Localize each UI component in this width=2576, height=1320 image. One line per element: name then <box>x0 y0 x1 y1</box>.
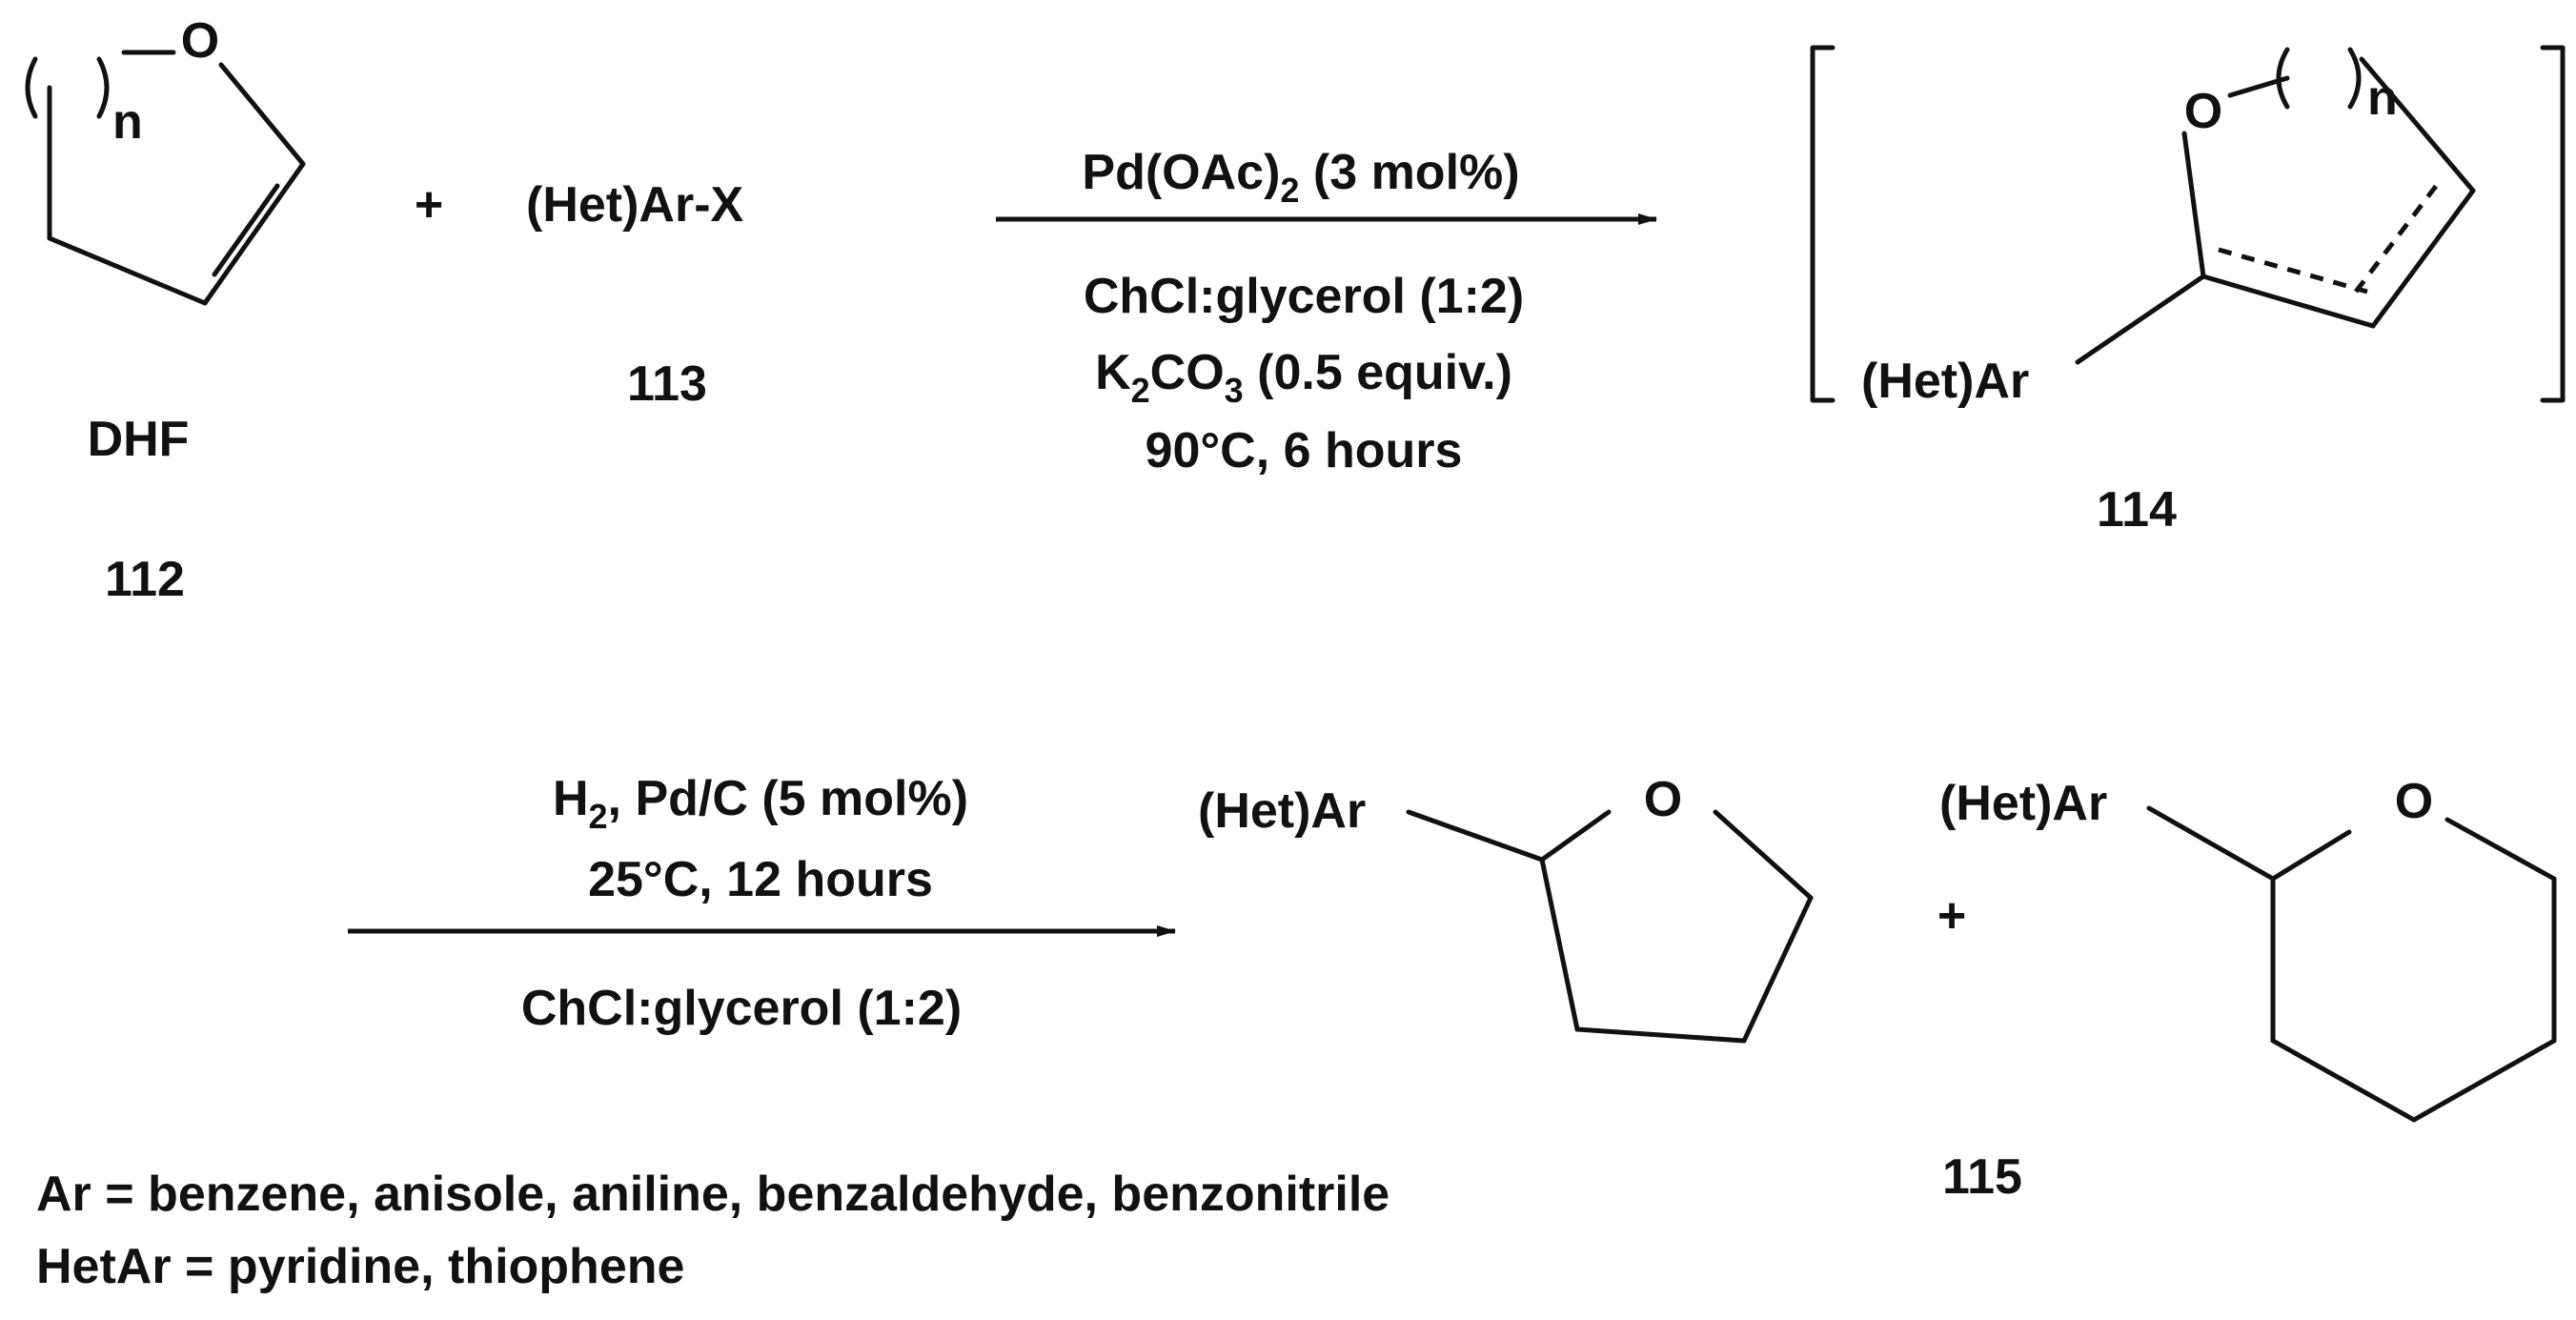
compound-number-113: 113 <box>627 356 707 412</box>
compound-number-115: 115 <box>1942 1149 2022 1205</box>
plus-sign: + <box>1937 888 1966 944</box>
dhf-n-subscript: n <box>112 94 143 150</box>
dhf-abbreviation: DHF <box>88 412 190 467</box>
thp-ring-oxygen: O <box>2395 774 2433 829</box>
thp-substituent: (Het)Ar <box>1939 776 2107 831</box>
compound-number-112: 112 <box>105 552 185 607</box>
dhf-double-bond-inner <box>212 183 280 277</box>
step2-reagent: H2, Pd/C (5 mol%) <box>553 771 968 836</box>
thf-bond <box>1741 895 1814 1044</box>
intermediate-paren-left <box>2276 47 2290 110</box>
intermediate-bond <box>2359 56 2476 193</box>
intermediate-bond <box>2227 75 2290 98</box>
intermediate-bond <box>2181 131 2206 279</box>
thp-bond <box>2270 829 2352 882</box>
step2-solvent: ChCl:glycerol (1:2) <box>521 981 962 1036</box>
footnote-ar-definition: Ar = benzene, anisole, aniline, benzalde… <box>36 1167 1389 1222</box>
dhf-bond <box>47 235 208 306</box>
step2-conditions: 25°C, 12 hours <box>588 852 933 907</box>
intermediate-bond <box>2075 274 2206 365</box>
intermediate-structure: O n (Het)Ar <box>1810 45 2566 409</box>
thp-bond <box>2270 1038 2417 1123</box>
product-thf-structure: (Het)Ar O <box>1198 772 1814 1044</box>
step1-catalyst: Pd(OAc)2 (3 mol%) <box>1082 145 1519 210</box>
thf-ring-oxygen: O <box>1644 772 1682 827</box>
product-thp-structure: (Het)Ar O <box>1939 774 2557 1123</box>
intermediate-bond <box>2201 274 2376 329</box>
thf-bond <box>1713 809 1814 901</box>
bracket-right <box>2540 45 2566 403</box>
intermediate-paren-right <box>2347 47 2362 110</box>
thf-substituent: (Het)Ar <box>1198 783 1366 839</box>
intermediate-n-subscript: n <box>2367 71 2398 126</box>
thp-bond <box>2444 817 2557 882</box>
thf-bond <box>1539 857 1580 1032</box>
dhf-bond <box>218 62 306 167</box>
intermediate-dashed-bond <box>2354 179 2442 294</box>
dhf-bond <box>202 161 306 306</box>
plus-sign: + <box>415 177 443 233</box>
intermediate-ring-oxygen: O <box>2184 84 2222 139</box>
thf-bond <box>1539 809 1612 863</box>
intermediate-dashed-bond <box>2218 247 2368 294</box>
footnote-hetar-definition: HetAr = pyridine, thiophene <box>36 1239 684 1294</box>
step1-base: K2CO3 (0.5 equiv.) <box>1095 345 1512 410</box>
thp-bond <box>2411 1038 2557 1123</box>
intermediate-substituent: (Het)Ar <box>1861 354 2029 409</box>
dhf-paren-right <box>96 56 110 119</box>
intermediate-bond <box>2370 188 2476 329</box>
thf-bond <box>1574 1026 1747 1044</box>
dhf-structure: O n <box>25 13 306 306</box>
compound-number-114: 114 <box>2097 482 2177 538</box>
dhf-paren-left <box>25 56 38 119</box>
het-ar-x-reagent: (Het)Ar-X <box>526 177 744 233</box>
dhf-ring-oxygen: O <box>181 13 219 69</box>
step1-solvent: ChCl:glycerol (1:2) <box>1084 269 1524 324</box>
bracket-left <box>1810 45 1836 403</box>
thp-bond <box>2146 805 2276 882</box>
step1-conditions: 90°C, 6 hours <box>1146 423 1463 478</box>
thf-bond <box>1406 809 1545 863</box>
